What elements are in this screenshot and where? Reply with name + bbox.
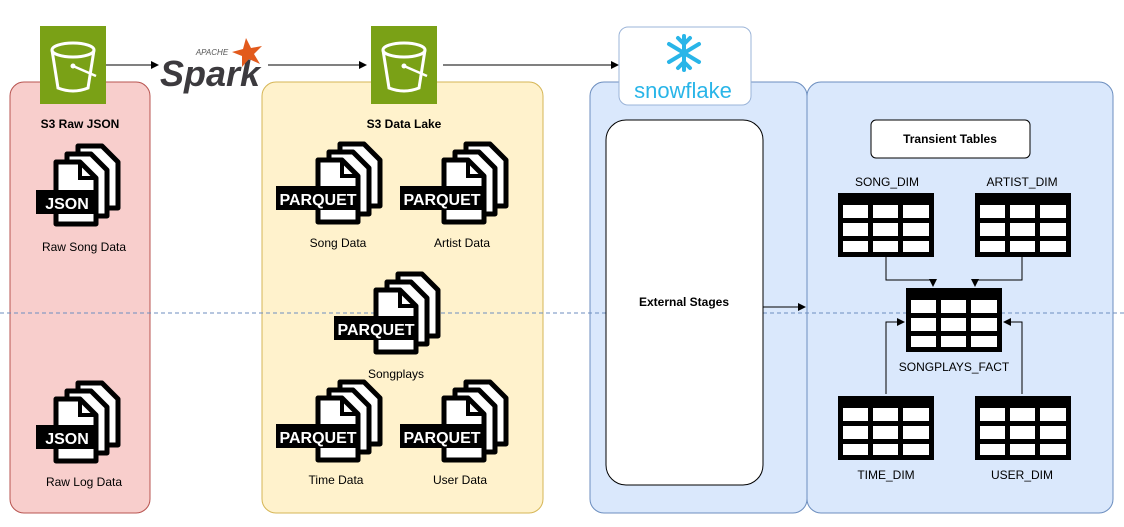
document-stack-icon	[318, 144, 380, 222]
user-dim-table-icon	[975, 396, 1071, 460]
user-dim-label: USER_DIM	[991, 468, 1053, 482]
connector-time-dim	[885, 318, 905, 394]
connector-user-dim	[1003, 318, 1023, 394]
document-stack-icon	[318, 382, 380, 460]
external-stages-label: External Stages	[639, 295, 729, 309]
document-stack-icon	[376, 274, 438, 352]
artist-dim-label: ARTIST_DIM	[986, 175, 1057, 189]
s3-lake-bucket-icon	[369, 24, 439, 106]
transient-tables-box	[870, 119, 1031, 159]
time-dim-table-icon	[838, 396, 934, 460]
song-dim-label: SONG_DIM	[855, 175, 919, 189]
snowflake-icon	[667, 34, 701, 72]
file-tag: JSON	[45, 431, 89, 448]
file-tag: PARQUET	[403, 430, 480, 447]
transient-tables-label: Transient Tables	[903, 132, 997, 146]
connector-song-dim	[885, 257, 937, 287]
document-stack-icon	[56, 383, 118, 461]
artist-dim-table-icon	[975, 193, 1071, 257]
file-tag: PARQUET	[403, 192, 480, 209]
time-data-label: Time Data	[309, 473, 364, 487]
file-tag: PARQUET	[279, 430, 356, 447]
s3-raw-title: S3 Raw JSON	[41, 117, 120, 131]
spark-apache-text: APACHE	[195, 48, 229, 57]
raw-song-file: JSON	[36, 146, 118, 224]
file-tag: PARQUET	[337, 322, 414, 339]
songplays-file: PARQUET	[334, 274, 438, 352]
time-data-file: PARQUET	[276, 382, 380, 460]
s3-raw-bucket-icon	[38, 24, 108, 106]
artist-data-label: Artist Data	[434, 236, 490, 250]
song-dim-table-icon	[838, 193, 934, 257]
document-stack-icon	[444, 382, 506, 460]
raw-song-label: Raw Song Data	[42, 240, 126, 254]
raw-log-label: Raw Log Data	[46, 475, 122, 489]
snowflake-name: snowflake	[634, 78, 732, 103]
song-data-label: Song Data	[310, 236, 367, 250]
file-tag: JSON	[45, 196, 89, 213]
user-data-label: User Data	[433, 473, 487, 487]
spark-logo-icon: APACHE Spark	[160, 38, 262, 94]
songplays-label: Songplays	[368, 367, 424, 381]
s3-lake-title: S3 Data Lake	[367, 117, 442, 131]
snowflake-logo: snowflake	[618, 26, 752, 106]
raw-log-file: JSON	[36, 383, 118, 461]
external-stages-box	[605, 119, 764, 486]
songplays-fact-table-icon	[906, 288, 1002, 352]
song-data-file: PARQUET	[276, 144, 380, 222]
file-tag: PARQUET	[279, 192, 356, 209]
time-dim-label: TIME_DIM	[857, 468, 914, 482]
spark-star-icon	[232, 38, 262, 67]
connector-artist-dim	[971, 257, 1023, 287]
artist-data-file: PARQUET	[400, 144, 506, 222]
songplays-fact-label: SONGPLAYS_FACT	[899, 360, 1010, 374]
user-data-file: PARQUET	[400, 382, 506, 460]
document-stack-icon	[444, 144, 506, 222]
